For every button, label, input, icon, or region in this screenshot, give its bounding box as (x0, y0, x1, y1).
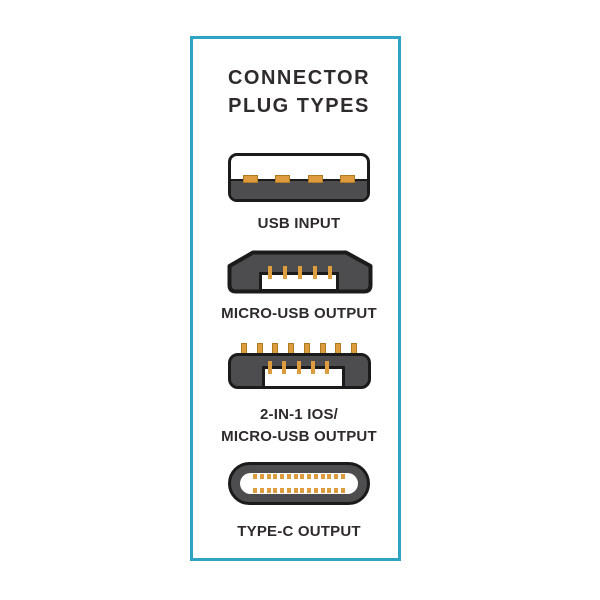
title-line-2: PLUG TYPES (228, 95, 370, 117)
connector-pin (307, 474, 312, 479)
connector-pin (310, 361, 315, 374)
title-line-1: CONNECTOR (227, 67, 371, 89)
connector-pin (340, 488, 345, 493)
connector-pin (313, 266, 317, 279)
connector-pin (293, 488, 298, 493)
micro-usb-plug-graphic (227, 250, 373, 294)
connector-pin (259, 488, 264, 493)
type-c-plug-graphic (228, 462, 370, 505)
connector-pin (282, 361, 287, 374)
connector-pin (320, 488, 325, 493)
connector-pin (286, 488, 291, 493)
connector-pin (268, 266, 272, 279)
usb-a-pin-row (243, 175, 355, 183)
connector-pin (307, 175, 323, 183)
connector-pin (313, 474, 318, 479)
connector-pin (300, 474, 305, 479)
two-in-one-inner-pin-row (268, 361, 329, 374)
micro-usb-label: MICRO-USB OUTPUT (221, 305, 377, 322)
connector-pin (328, 266, 332, 279)
micro-usb-pin-row (268, 266, 332, 279)
connector-pin (280, 474, 285, 479)
connector-pin (259, 474, 264, 479)
two-in-one-label: 2-IN-1 IOS/ MICRO-USB OUTPUT (193, 404, 405, 448)
connector-pin (296, 361, 301, 374)
connector-pin (320, 474, 325, 479)
connector-pin (273, 488, 278, 493)
connector-pin (298, 266, 302, 279)
connector-pin (283, 266, 287, 279)
connector-pin (253, 488, 257, 493)
connector-pin (293, 474, 298, 479)
connector-pin (253, 474, 257, 479)
type-c-label: TYPE-C OUTPUT (237, 523, 361, 540)
connector-pin (243, 175, 258, 183)
connector-pin (339, 175, 355, 183)
two-in-one-label-line-2: MICRO-USB OUTPUT (221, 428, 377, 445)
connector-pin (268, 361, 272, 374)
connector-pin (325, 361, 329, 374)
connector-pin (275, 175, 291, 183)
connector-pin (273, 474, 278, 479)
connector-pin (266, 474, 271, 479)
connector-pin (327, 474, 332, 479)
connector-pin (313, 488, 318, 493)
connector-pin (280, 488, 285, 493)
usb-a-label: USB INPUT (257, 215, 341, 232)
usb-a-plug-graphic (228, 153, 370, 202)
connector-pin (327, 488, 332, 493)
connector-pin (340, 474, 345, 479)
connector-pin (266, 488, 271, 493)
connector-pin (300, 488, 305, 493)
page-title: CONNECTOR PLUG TYPES (193, 64, 405, 120)
type-c-bottom-pin-row (253, 488, 345, 493)
frame-border (190, 36, 401, 561)
connector-pin (307, 488, 312, 493)
two-in-one-label-line-1: 2-IN-1 IOS/ (259, 406, 339, 423)
usb-a-housing (231, 179, 367, 199)
two-in-one-plug-graphic (228, 342, 371, 389)
type-c-top-pin-row (253, 474, 345, 479)
connector-pin (334, 474, 339, 479)
type-c-slot (240, 473, 358, 494)
connector-pin (286, 474, 291, 479)
connector-pin (334, 488, 339, 493)
